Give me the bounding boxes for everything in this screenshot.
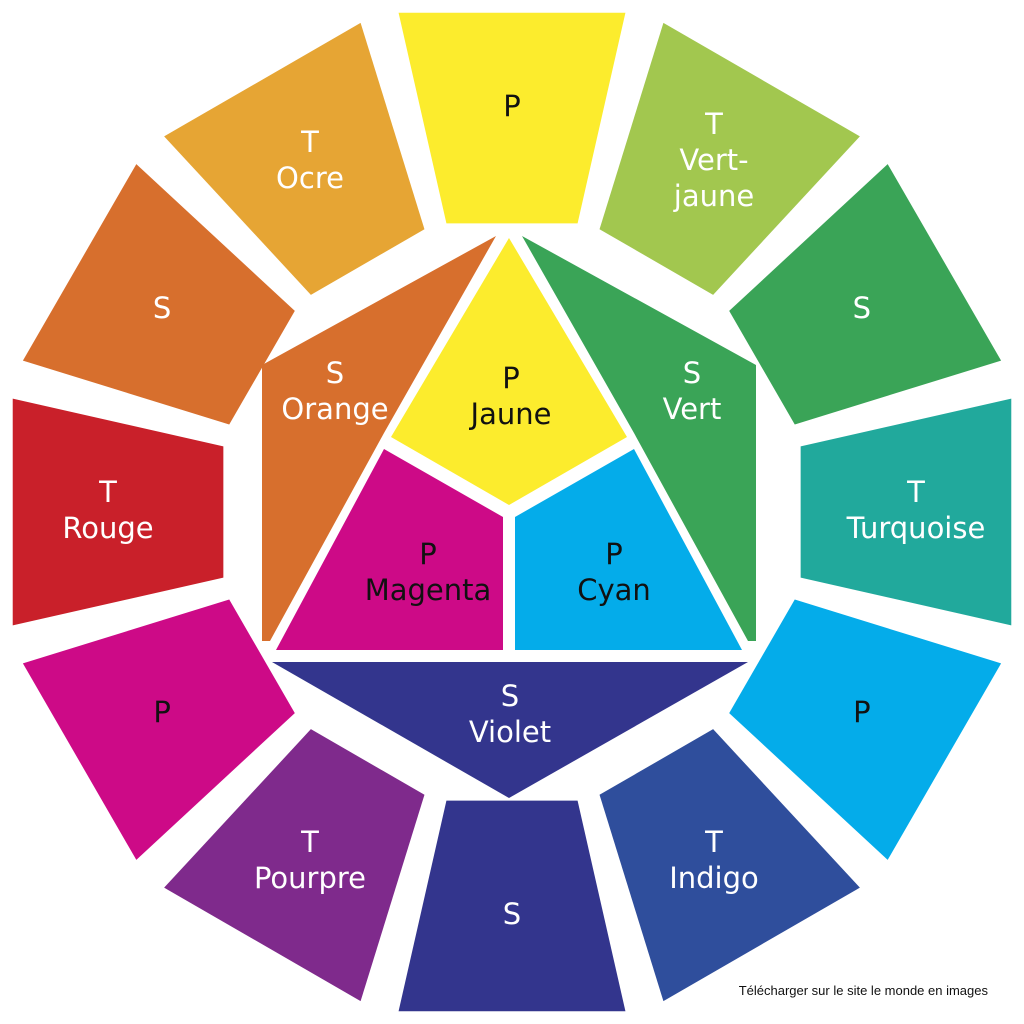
outer-segment-2-t-vert-jaune [599,22,860,295]
outer-segment-6-t-indigo [599,729,860,1002]
outer-segment-2-t-vert-jaune-label-3: jaune [673,179,754,213]
outer-segment-8-t-pourpre [164,729,425,1002]
outer-segment-1-p [398,12,626,224]
inner-cyan-label-1: P [605,537,623,571]
inner-violet-label-1: S [501,679,519,713]
inner-cyan-shape [515,449,742,650]
outer-segment-6-t-indigo-label-2: Indigo [669,861,759,895]
inner-jaune-label-2: Jaune [469,397,552,431]
outer-segment-7-s-label-1: S [503,897,521,931]
outer-segment-10-t-rouge-label-1: T [98,475,117,509]
outer-ring: PTVert-jauneSTTurquoisePTIndigoSTPourpre… [12,12,1012,1012]
inner-orange-label-1: S [326,356,344,390]
outer-segment-7-s [398,800,626,1012]
outer-segment-6-t-indigo-label-1: T [704,825,723,859]
outer-segment-3-s [729,164,1002,425]
outer-segment-12-t-ocre [164,22,425,295]
outer-segment-11-s [22,164,295,425]
outer-segment-2-t-vert-jaune-label-1: T [704,107,723,141]
outer-segment-4-t-turquoise-label-1: T [906,475,925,509]
inner-violet-label-2: Violet [469,715,551,749]
inner-violet-shape [272,662,748,798]
outer-segment-11-s-label-1: S [153,291,171,325]
inner-orange-shape [262,236,496,641]
outer-segment-10-t-rouge [12,398,224,626]
inner-magenta-label-2: Magenta [365,573,492,607]
outer-segment-5-p-label-1: P [853,695,871,729]
download-caption: Télécharger sur le site le monde en imag… [738,983,988,998]
inner-cyan-label-2: Cyan [577,573,651,607]
inner-jaune-shape [391,238,627,505]
outer-segment-9-p [22,599,295,860]
outer-segment-12-t-ocre-label-1: T [300,125,319,159]
inner-vert-label-1: S [683,356,701,390]
inner-magenta-label-1: P [419,537,437,571]
inner-orange-label-2: Orange [281,392,388,426]
outer-segment-12-t-ocre-label-2: Ocre [276,161,344,195]
outer-segment-4-t-turquoise [800,398,1012,626]
inner-vert-label-2: Vert [663,392,722,426]
outer-segment-9-p-label-1: P [153,695,171,729]
outer-segment-4-t-turquoise-label-2: Turquoise [846,511,986,545]
inner-vert-shape [522,236,756,641]
outer-segment-1-p-label-1: P [503,89,521,123]
outer-segment-10-t-rouge-label-2: Rouge [62,511,153,545]
outer-segment-8-t-pourpre-label-2: Pourpre [254,861,366,895]
outer-segment-2-t-vert-jaune-label-2: Vert- [679,143,748,177]
outer-segment-8-t-pourpre-label-1: T [300,825,319,859]
inner-jaune-label-1: P [502,361,520,395]
inner-magenta-shape [276,449,503,650]
outer-segment-3-s-label-1: S [853,291,871,325]
outer-segment-5-p [729,599,1002,860]
